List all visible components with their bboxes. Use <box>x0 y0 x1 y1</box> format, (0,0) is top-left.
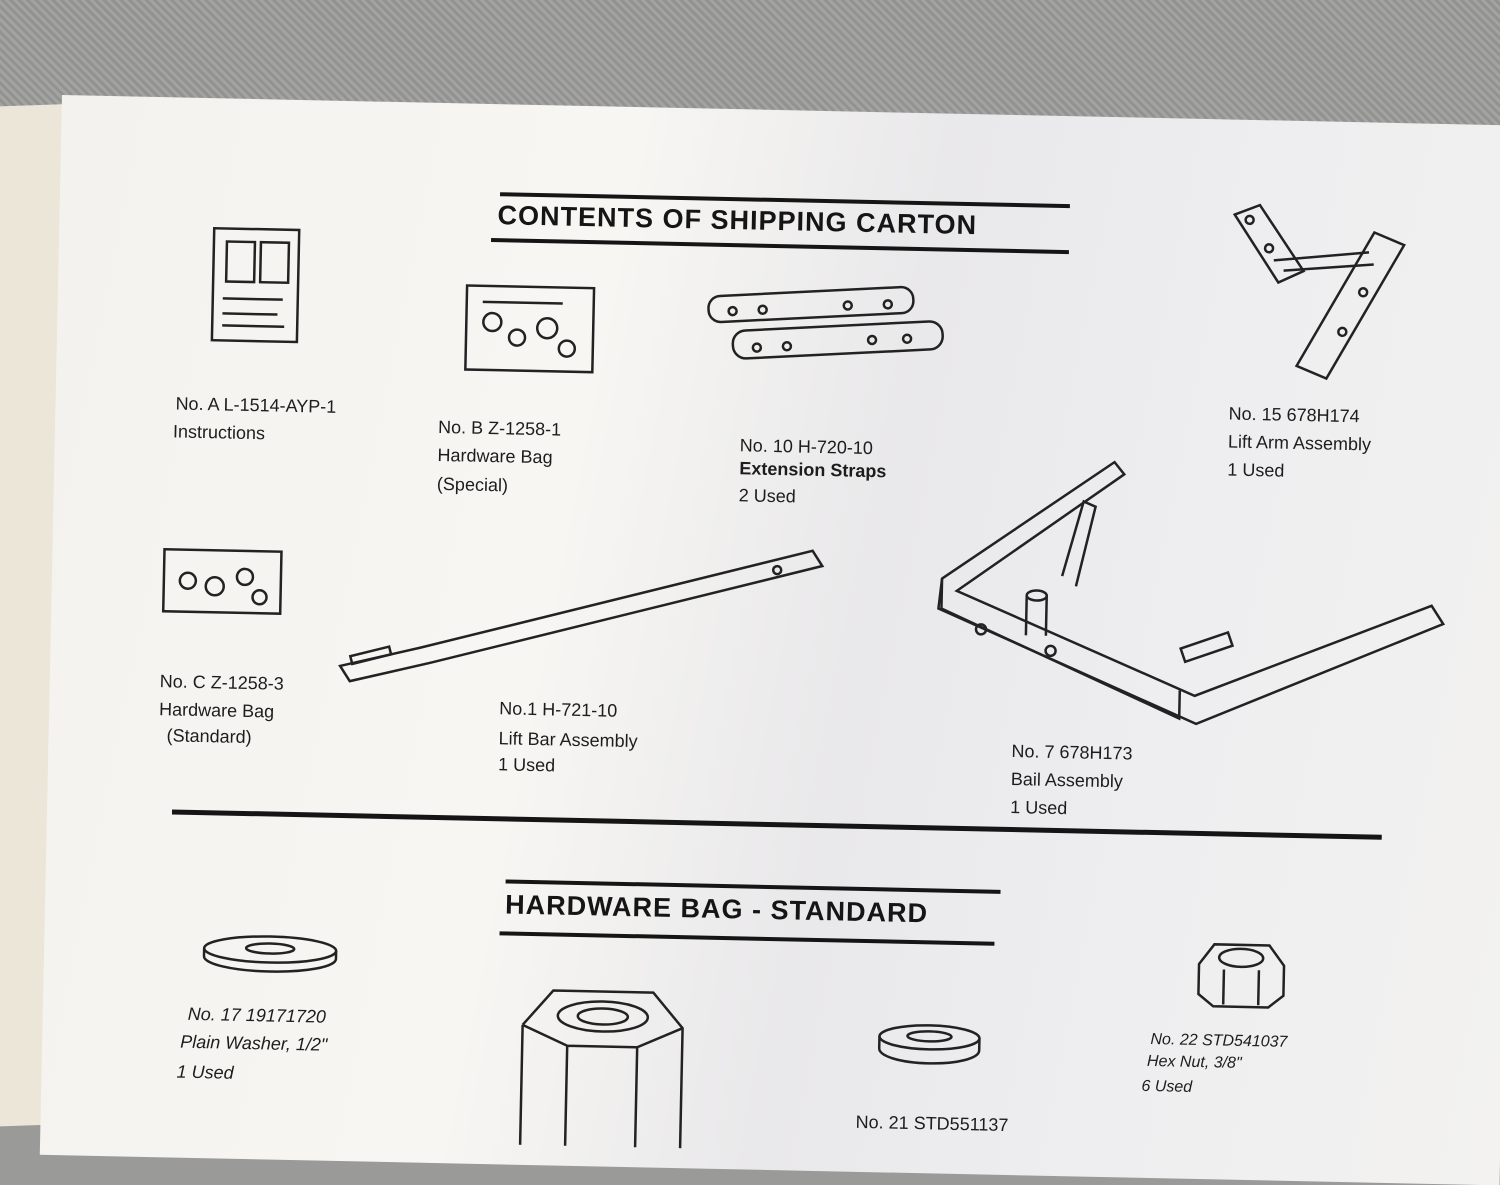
lift-bar-illustration <box>338 549 825 683</box>
lift-arm-illustration <box>1232 203 1406 381</box>
item-a-number: No. A L-1514-AYP-1 <box>175 393 337 417</box>
plain-washer-illustration <box>202 935 338 973</box>
header-rule-bottom <box>491 238 1069 255</box>
item-b-extra: (Special) <box>436 473 509 496</box>
item-c-extra: (Standard) <box>166 725 252 748</box>
item-15-extra: 1 Used <box>1227 459 1285 481</box>
item-7-number: No. 7 678H173 <box>1011 741 1133 764</box>
section-divider <box>171 809 1382 840</box>
item-7-name: Bail Assembly <box>1010 769 1124 792</box>
item-17-name: Plain Washer, 1/2" <box>179 1031 328 1055</box>
hardware-bag-special-illustration <box>464 284 596 374</box>
manual-page: CONTENTS OF SHIPPING CARTON No. A L-1514… <box>39 95 1500 1185</box>
item-21-number: No. 21 STD551137 <box>855 1111 1009 1136</box>
item-10-name: Extension Straps <box>739 458 887 482</box>
section-title-contents: CONTENTS OF SHIPPING CARTON <box>497 200 978 241</box>
item-a-name: Instructions <box>172 421 266 444</box>
extension-straps-illustration <box>707 285 944 360</box>
item-22-extra: 6 Used <box>1141 1077 1193 1096</box>
item-15-number: No. 15 678H174 <box>1228 403 1360 427</box>
item-b-name: Hardware Bag <box>437 444 553 468</box>
item-c-number: No. C Z-1258-3 <box>159 671 284 694</box>
hex-nut-illustration <box>1197 943 1286 1009</box>
item-15-name: Lift Arm Assembly <box>1227 431 1372 455</box>
instructions-illustration <box>210 226 301 344</box>
item-7-extra: 1 Used <box>1010 797 1068 819</box>
section-title-hardware-bag: HARDWARE BAG - STANDARD <box>504 889 929 929</box>
item-17-extra: 1 Used <box>176 1061 234 1083</box>
coupling-nut-illustration <box>518 989 684 1149</box>
lock-washer-illustration <box>877 1024 981 1065</box>
header2-rule-bottom <box>499 931 995 946</box>
item-10-extra: 2 Used <box>738 485 797 507</box>
item-b-number: No. B Z-1258-1 <box>437 416 562 440</box>
bail-assembly-illustration <box>937 460 1446 726</box>
item-1-extra: 1 Used <box>497 754 556 776</box>
item-1-number: No.1 H-721-10 <box>499 698 618 721</box>
hardware-bag-standard-illustration <box>161 547 283 615</box>
item-17-number: No. 17 19171720 <box>187 1003 327 1027</box>
